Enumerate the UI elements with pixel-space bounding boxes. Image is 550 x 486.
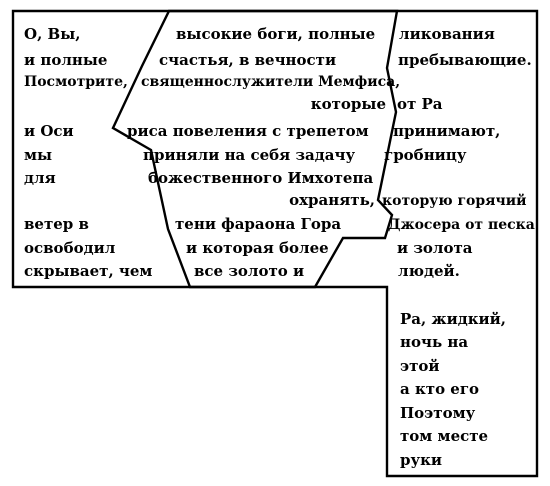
- left-piece-line-7: ветер в: [24, 215, 89, 233]
- middle-piece-line-4: которые: [311, 95, 386, 113]
- left-piece-line-8: освободил: [24, 239, 116, 257]
- left-piece-line-1: О, Вы,: [24, 25, 80, 43]
- right-piece: ликования пребывающие. от Ра принимают, …: [382, 25, 535, 280]
- middle-piece-line-1: высокие боги, полные: [176, 25, 375, 43]
- bottom-piece-line-7: руки: [400, 451, 442, 469]
- puzzle-outlines: [11, 9, 539, 478]
- left-piece-line-9: скрывает, чем: [24, 262, 152, 280]
- bottom-piece: Ра, жидкий, ночь на этой а кто его Поэто…: [400, 310, 506, 469]
- middle-piece-line-5: риса повеления с трепетом: [127, 122, 369, 140]
- right-piece-line-4: принимают,: [393, 122, 500, 140]
- left-piece-line-2: и полные: [24, 51, 107, 69]
- middle-piece-line-7: божественного Имхотепа: [148, 169, 373, 187]
- left-piece: О, Вы, и полные Посмотрите, и Оси мы для…: [24, 25, 152, 280]
- middle-piece-line-6: приняли на себя задачу: [143, 146, 355, 164]
- right-piece-line-7: Джосера от песка: [388, 217, 535, 233]
- left-piece-line-6: для: [24, 169, 56, 187]
- bottom-piece-line-5: Поэтому: [400, 404, 476, 422]
- bottom-piece-line-1: Ра, жидкий,: [400, 310, 506, 328]
- middle-piece-line-9: тени фараона Гора: [175, 215, 341, 233]
- left-piece-line-4: и Оси: [24, 122, 74, 140]
- right-piece-line-2: пребывающие.: [398, 51, 532, 69]
- bottom-piece-line-2: ночь на: [400, 333, 468, 351]
- right-piece-line-8: и золота: [397, 239, 473, 257]
- right-piece-line-1: ликования: [399, 25, 495, 43]
- middle-piece-line-3: священнослужители Мемфиса,: [141, 74, 400, 90]
- middle-piece-line-8: охранять,: [289, 191, 375, 209]
- middle-piece-line-10: и которая более: [186, 239, 329, 257]
- left-piece-line-5: мы: [24, 146, 52, 164]
- left-piece-line-3: Посмотрите,: [24, 74, 128, 90]
- right-piece-line-3: от Ра: [397, 95, 443, 113]
- right-piece-line-5: гробницу: [384, 146, 467, 164]
- bottom-piece-line-3: этой: [400, 357, 440, 375]
- middle-piece: высокие боги, полные счастья, в вечности…: [127, 25, 400, 280]
- right-piece-line-6: которую горячий: [382, 192, 527, 209]
- middle-piece-outline: [111, 9, 399, 289]
- bottom-piece-line-4: а кто его: [400, 380, 479, 398]
- middle-piece-line-11: все золото и: [194, 262, 304, 280]
- middle-piece-line-2: счастья, в вечности: [159, 51, 336, 69]
- right-piece-line-9: людей.: [398, 262, 460, 280]
- outer-frame: [11, 9, 539, 478]
- bottom-piece-line-6: том месте: [400, 427, 488, 445]
